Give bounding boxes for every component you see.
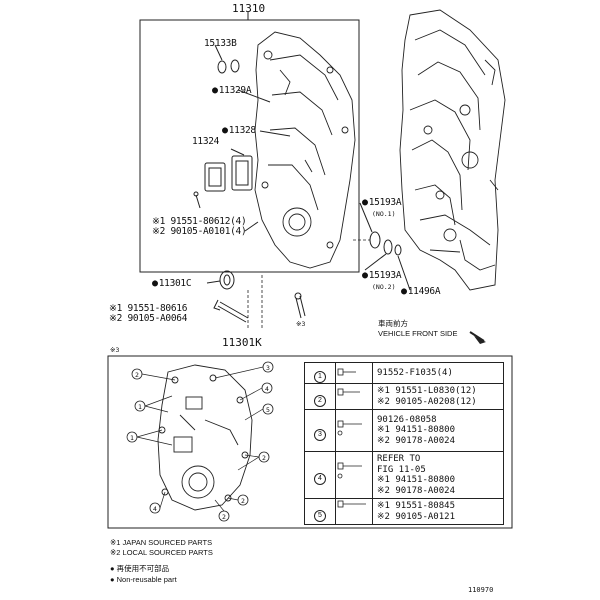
part-label-bolt-a: ※1 91551-80612(4) (152, 216, 247, 227)
part-label-note3-bolt: ※3 (296, 320, 306, 328)
gasket-11328 (231, 155, 253, 191)
part-label-15193a-1: 15193A (362, 197, 402, 208)
small-bolt (195, 194, 201, 209)
part-number: ※2 90178-A0024 (377, 435, 455, 446)
legend-nonreuse: ● Non-reusable part (110, 575, 177, 584)
table-row: 3 90126-08058 ※1 94151-80800 ※2 90178-A0… (304, 409, 504, 452)
row-number: 3 (314, 428, 326, 441)
part-number: ※1 94151-80800 (377, 475, 455, 485)
engine-block-drawing (399, 9, 506, 291)
figure-reference[interactable]: FIG 11-05 (377, 464, 426, 475)
part-label-11301c: 11301C (152, 278, 192, 289)
callout-number: 4 (265, 385, 269, 393)
table-row: 1 91552-F1035(4) (304, 362, 504, 384)
row-number: 4 (314, 473, 326, 485)
bolt-note3 (295, 295, 306, 319)
fastener-table: 1 91552-F1035(4) 2 ※1 91551-L0830(12) ※2… (304, 362, 504, 525)
part-label-bolt-b: ※2 90105-A0101(4) (152, 226, 247, 237)
part-label-bolt-d: ※2 90105-A0064 (109, 313, 188, 324)
callout-number: 2 (222, 513, 226, 521)
seal-15193a-no1 (369, 231, 381, 249)
row-number: 1 (314, 371, 326, 383)
part-label-11301k: 11301K (222, 336, 262, 349)
part-label-no2: (NO.2) (372, 283, 396, 291)
figure-reference[interactable]: REFER TO (377, 454, 421, 464)
vehicle-front-arrow (474, 336, 486, 344)
row-number: 2 (314, 394, 326, 407)
part-label-11496a: 11496A (401, 286, 441, 297)
part-label-11310: 11310 (232, 2, 266, 15)
part-label-no1: (NO.1) (372, 210, 396, 218)
callout-number: 4 (153, 505, 157, 513)
part-number: 91552-F1035(4) (377, 367, 453, 378)
part-number: ※2 90105-A0208(12) (377, 396, 477, 407)
row-number: 5 (314, 509, 326, 522)
bolt-11301k (217, 301, 249, 323)
part-label-11328: 11328 (222, 125, 256, 136)
part-label-15133b: 15133B (204, 38, 237, 49)
callout-number: 2 (135, 371, 139, 379)
legend-local: ※2 LOCAL SOURCED PARTS (110, 548, 213, 557)
callout-number: 2 (262, 454, 266, 462)
table-row: 5 ※1 91551-80845 ※2 90105-A0121 (304, 498, 504, 525)
legend-nonreuse-jp: ● 再使用不可部品 (110, 564, 170, 573)
assembly-frame (139, 19, 360, 273)
figure-id: 110970 (468, 586, 494, 594)
vehicle-front-label: VEHICLE FRONT SIDE (378, 329, 458, 338)
part-label-15193a-2: 15193A (362, 270, 402, 281)
lower-note3: ※3 (110, 346, 120, 354)
table-row: 2 ※1 91551-L0830(12) ※2 90105-A0208(12) (304, 383, 504, 410)
part-number: ※1 91551-80845 (377, 501, 455, 511)
callout-number: 5 (266, 406, 270, 414)
oring-11496a (394, 244, 402, 256)
callout-number: 1 (130, 434, 134, 442)
part-number: ※1 91551-L0830(12) (377, 386, 477, 396)
lower-cover-drawing (157, 364, 253, 511)
gasket-11324 (204, 162, 226, 192)
table-row: 4 REFER TO FIG 11-05 ※1 94151-80800 ※2 9… (304, 451, 504, 499)
legend-nonreuse-text: Non-reusable part (116, 575, 177, 584)
seal-15193a-no2 (383, 239, 393, 255)
part-number: ※2 90178-A0024 (377, 485, 455, 496)
part-label-11324: 11324 (192, 136, 220, 147)
legend-japan: ※1 JAPAN SOURCED PARTS (110, 538, 213, 547)
seal-15133b (217, 60, 227, 74)
part-number: 90126-08058 (377, 414, 437, 425)
vehicle-front-label-jp: 車両前方 (378, 319, 408, 328)
part-label-bolt-c: ※1 91551-80616 (109, 303, 188, 314)
seal-11301c (219, 270, 235, 290)
callout-number: 2 (241, 497, 245, 505)
timing-cover-drawing (254, 31, 356, 269)
part-label-11329a: 11329A (212, 85, 252, 96)
lower-frame (107, 355, 513, 529)
callout-number: 3 (266, 364, 270, 372)
legend-nonreuse-jp-text: 再使用不可部品 (116, 564, 170, 573)
part-number: ※2 90105-A0121 (377, 511, 455, 522)
callout-number: 1 (138, 403, 142, 411)
part-number: ※1 94151-80800 (377, 425, 455, 436)
